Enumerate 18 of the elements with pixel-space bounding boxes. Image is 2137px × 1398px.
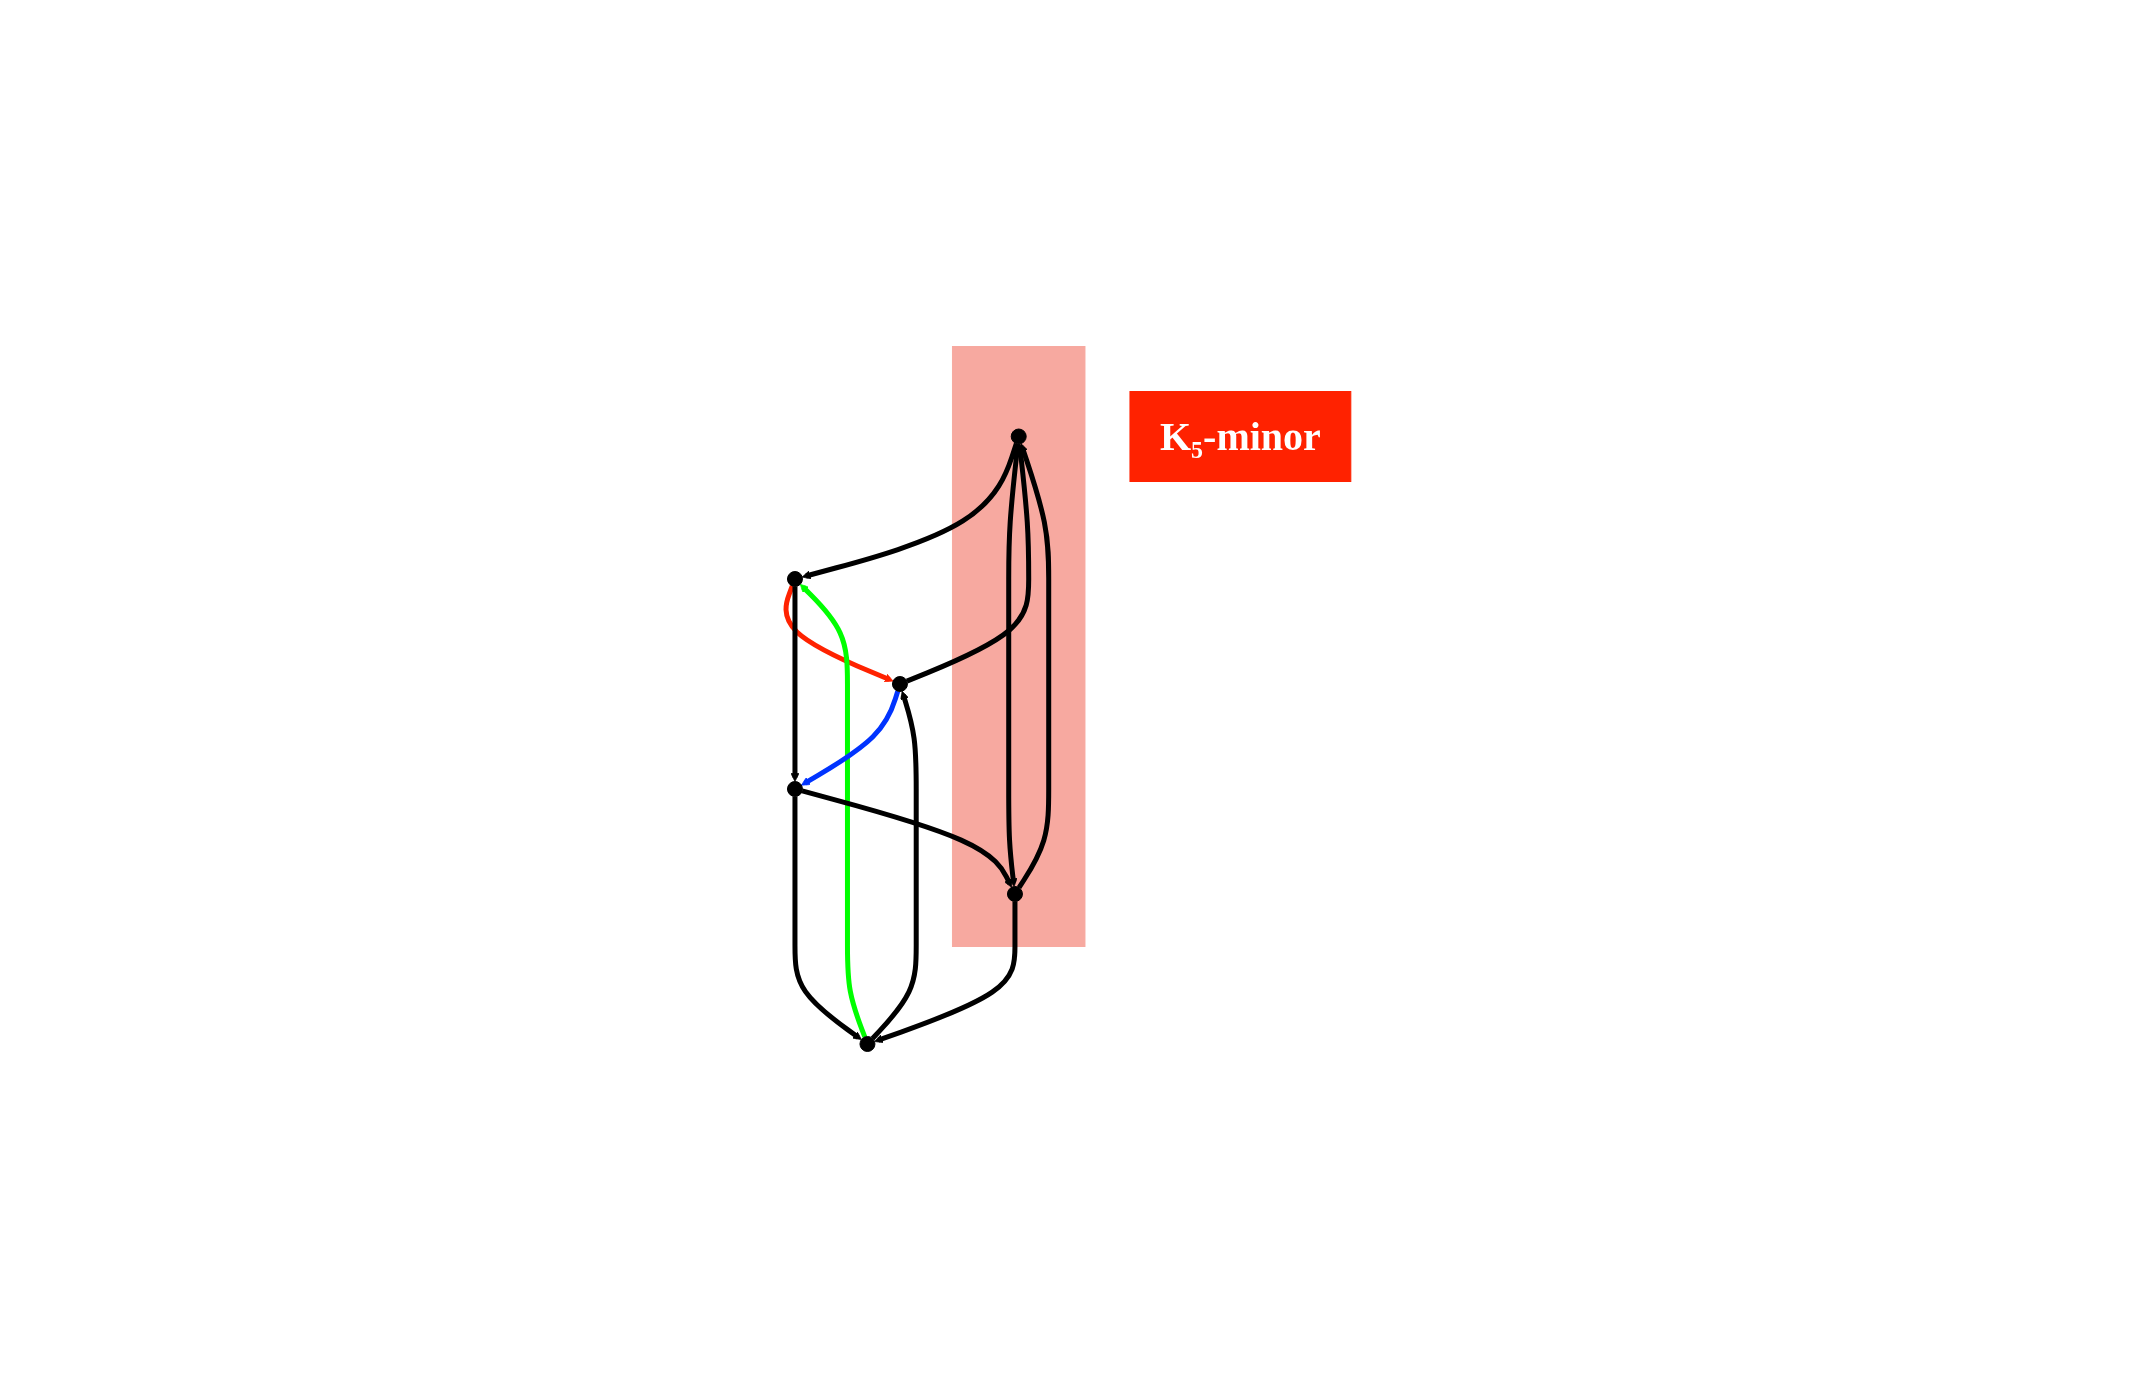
arrow <box>1017 443 1052 890</box>
arrow <box>790 586 800 782</box>
arrow <box>783 585 894 683</box>
cluster <box>952 346 1086 947</box>
arrow <box>792 796 862 1040</box>
node-circle <box>859 1036 876 1052</box>
arrow <box>874 901 1018 1043</box>
node-circle <box>787 781 804 797</box>
node-box: K₅-minor <box>1129 391 1352 482</box>
node-circle <box>787 571 804 587</box>
node-circle <box>892 676 909 692</box>
arrow <box>799 583 868 1038</box>
arrow <box>1006 443 1021 887</box>
arrow <box>870 690 919 1041</box>
node-circle <box>1010 428 1027 445</box>
arrow <box>801 690 901 786</box>
arrow <box>801 788 1013 888</box>
node-circle <box>1007 886 1024 902</box>
